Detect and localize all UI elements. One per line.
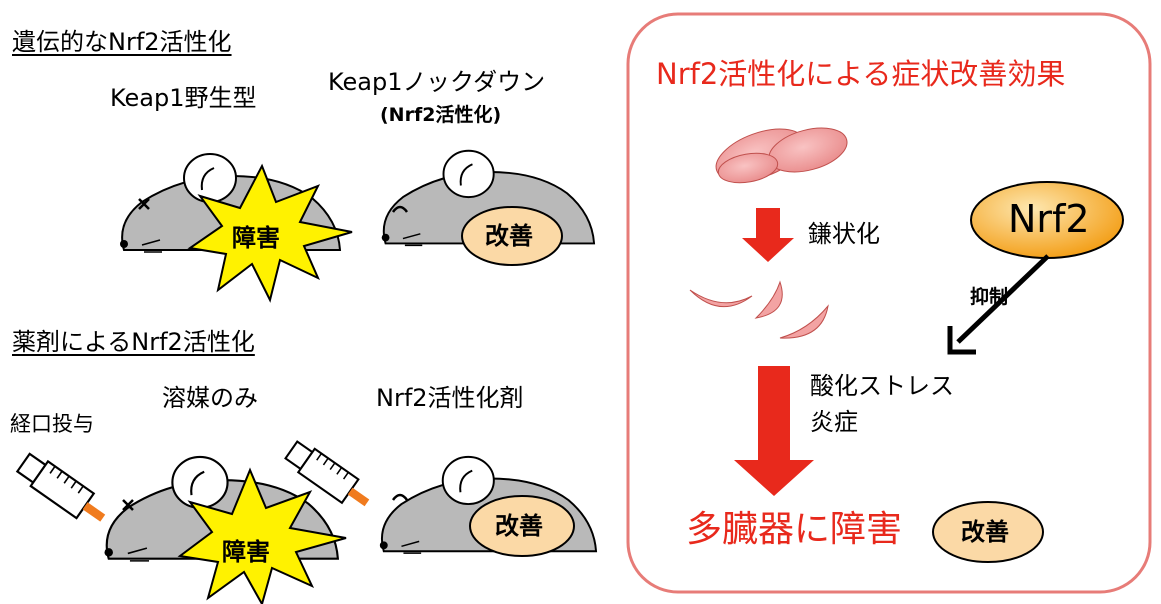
genetic-title: 遺伝的なNrf2活性化: [12, 28, 232, 56]
stress-label: 酸化ストレス: [810, 372, 954, 400]
vehicle-mouse: [103, 455, 339, 562]
activator-mouse: [378, 455, 598, 555]
inhibit-label: 抑制: [970, 286, 1009, 308]
improve-ellipse-drug: [469, 495, 575, 557]
nrf2-label: Nrf2: [1008, 197, 1090, 241]
improve-ellipse-right: [932, 501, 1044, 563]
arrow-organ: [734, 366, 814, 496]
arrow-sickle: [742, 208, 794, 262]
inhibit-arrowhead: [947, 326, 976, 355]
panel-title: Nrf2活性化による症状改善効果: [656, 57, 1066, 91]
effect-panel: [626, 12, 1152, 594]
syringe-icon: [13, 449, 113, 532]
damage-label-drug: 障害: [222, 538, 270, 566]
knockdown-label: Keap1ノックダウン: [328, 68, 546, 96]
knockdown-mouse: [380, 149, 596, 247]
wildtype-mouse: [119, 153, 341, 253]
improve-label-right: 改善: [961, 518, 1009, 546]
red-blood-cells: [715, 127, 848, 184]
organ-damage-label: 多臓器に障害: [686, 509, 903, 550]
activator-label: Nrf2活性化剤: [376, 384, 524, 412]
damage-burst-drug: [177, 467, 347, 604]
knockdown-sub: (Nrf2活性化): [380, 104, 502, 126]
inhibit-arrow: [956, 254, 1050, 344]
sickle-label: 鎌状化: [808, 220, 880, 248]
inflammation-label: 炎症: [810, 408, 858, 436]
improve-label: 改善: [485, 222, 533, 250]
sickle-cells: [689, 280, 829, 339]
wildtype-label: Keap1野生型: [110, 84, 257, 112]
improve-ellipse: [461, 206, 563, 266]
improve-label-drug: 改善: [495, 512, 543, 540]
damage-label: 障害: [232, 224, 280, 252]
drug-title: 薬剤によるNrf2活性化: [12, 328, 255, 356]
damage-burst: [187, 163, 353, 303]
oral-label: 経口投与: [10, 412, 94, 436]
vehicle-label: 溶媒のみ: [162, 384, 258, 412]
